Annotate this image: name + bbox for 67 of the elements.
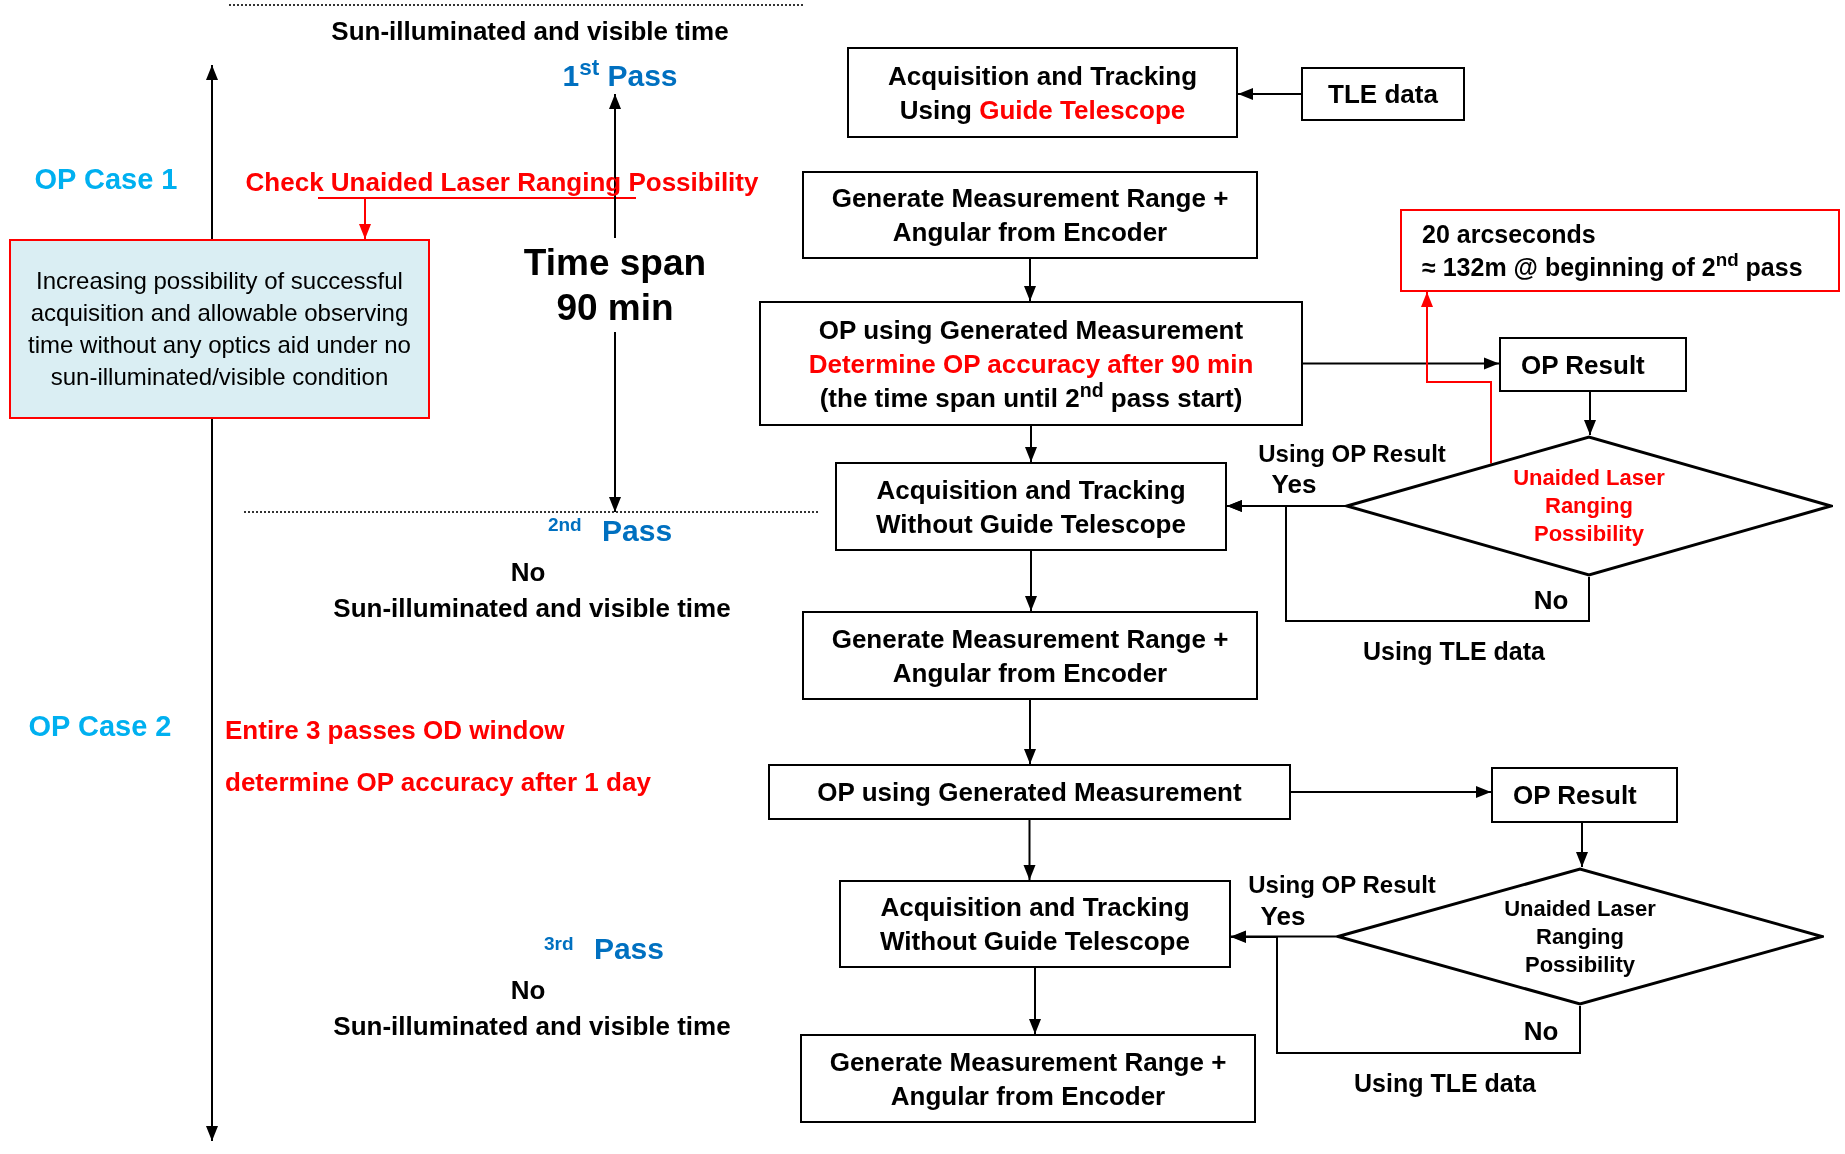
process-box xyxy=(802,171,1258,259)
box-text: (the time span until 2$^{nd}$ pass start) xyxy=(818,380,1244,415)
arrow xyxy=(206,418,218,1142)
process-box xyxy=(835,462,1227,551)
process-box xyxy=(800,1034,1256,1123)
box-text: OP Result xyxy=(1520,348,1646,382)
arrow xyxy=(1576,822,1588,868)
arrow xyxy=(1302,357,1500,370)
arrow xyxy=(1029,967,1041,1035)
arrow xyxy=(1584,391,1596,436)
arrow xyxy=(1024,258,1036,302)
text-label: No xyxy=(510,555,546,589)
arrow xyxy=(1023,819,1036,881)
text-label: Sun-illuminated and visible time xyxy=(331,14,729,48)
input-box xyxy=(1301,67,1465,121)
box-text: Acquisition and Tracking Using Guide Telescope xyxy=(886,59,1199,127)
box-text: Acquisition and Tracking Without Guide Telescope xyxy=(879,891,1191,958)
arrow xyxy=(609,331,621,513)
text-label: $^{3rd}$ Pass xyxy=(544,931,664,968)
text-label: Using TLE data xyxy=(1363,636,1545,668)
arrow xyxy=(1226,500,1590,622)
arrow xyxy=(1025,550,1037,612)
box-text: TLE data xyxy=(1327,78,1439,111)
box-text: Generate Measurement Range + Angular from Encoder xyxy=(828,1045,1228,1113)
note-box xyxy=(1400,209,1840,292)
text-label: Sun-illuminated and visible time xyxy=(333,1009,731,1043)
arrow xyxy=(1025,425,1037,463)
arrow xyxy=(609,93,621,239)
box-text: Determine OP accuracy after 90 min xyxy=(807,347,1255,381)
text-label: No xyxy=(510,973,546,1007)
text-label: Entire 3 passes OD window xyxy=(225,713,565,747)
box-text: OP Result xyxy=(1512,779,1638,812)
arrow xyxy=(1230,931,1581,1054)
box-text: Acquisition and Tracking Without Guide Telescope xyxy=(875,473,1187,541)
text-label: Using OP Result xyxy=(1248,870,1436,900)
process-box xyxy=(802,611,1258,700)
arrow xyxy=(1024,699,1036,765)
box-text: Generate Measurement Range + Angular from Encoder xyxy=(830,182,1230,249)
diamond-label: Unaided Laser Ranging Possibility xyxy=(1512,464,1666,548)
text-label: Using TLE data xyxy=(1354,1068,1536,1100)
process-box xyxy=(839,880,1231,968)
arrow xyxy=(1290,786,1492,798)
arrow xyxy=(1237,88,1302,100)
box-text: ≈ 132m @ beginning of 2$^{nd}$ pass xyxy=(1422,250,1803,283)
box-text: Generate Measurement Range + Angular from Encoder xyxy=(830,622,1230,690)
result-box xyxy=(1499,337,1687,392)
process-box xyxy=(759,301,1303,426)
diamond-label: Unaided Laser Ranging Possibility xyxy=(1503,894,1657,979)
process-box xyxy=(847,47,1238,138)
text-label: Using OP Result xyxy=(1258,439,1446,469)
arrow xyxy=(206,64,218,240)
result-box xyxy=(1491,767,1678,823)
text-label: OP Case 1 xyxy=(34,161,178,197)
arrow xyxy=(1421,291,1492,465)
pass-label: $^{2nd}$ Pass xyxy=(547,512,673,549)
box-text: 20 arcseconds xyxy=(1422,218,1596,250)
process-box xyxy=(768,764,1291,820)
time-span-text: Time span 90 min xyxy=(522,241,708,330)
text-label: determine OP accuracy after 1 day xyxy=(225,765,651,799)
note-box xyxy=(9,239,430,419)
box-text: OP using Generated Measurement xyxy=(817,313,1245,347)
pass-label: 1$^{st}$ Pass xyxy=(562,53,678,94)
box-text: Increasing possibility of successful acquisition and allowable observing time without any optics aid under no sun-illuminated/visible condition xyxy=(27,266,412,392)
text-label: OP Case 2 xyxy=(28,708,172,744)
arrow xyxy=(317,197,637,240)
box-text: OP using Generated Measurement xyxy=(816,776,1243,809)
text-label: Sun-illuminated and visible time xyxy=(333,591,731,625)
